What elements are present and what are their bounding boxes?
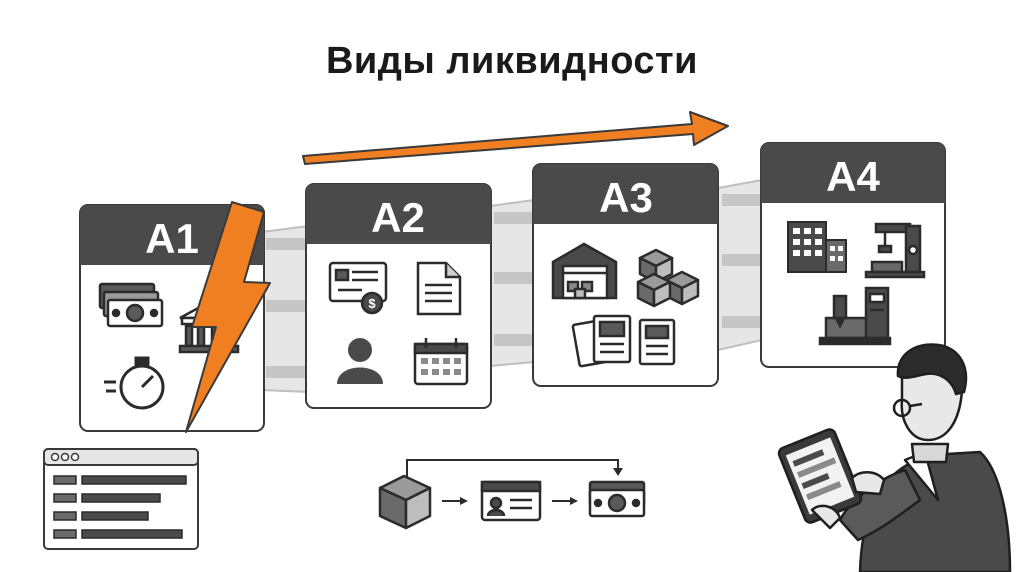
card-label-a3: A3: [599, 174, 653, 221]
card-a1: A1: [79, 201, 271, 433]
stock-sheets-icon: [571, 314, 676, 368]
card-label-a4: A4: [826, 153, 880, 200]
box-icon: [378, 474, 432, 530]
person-icon: [337, 338, 383, 384]
analyst-figure: [777, 343, 1012, 572]
warehouse-icon: [551, 242, 618, 300]
svg-text:$: $: [368, 296, 376, 311]
cash-icon: [588, 480, 646, 518]
stopwatch-icon: [104, 356, 165, 410]
card-a3: A3: [532, 163, 719, 387]
conversion-flow: [378, 459, 646, 530]
liquidity-arrow: [302, 111, 729, 165]
document-icon: [416, 261, 462, 316]
calendar-icon: [413, 338, 469, 386]
invoice-icon: $: [328, 261, 388, 315]
card-label-a1: A1: [145, 215, 199, 262]
page-title: Виды ликвидности: [325, 40, 699, 82]
card-a4: A4: [760, 142, 946, 368]
card-label-a2: A2: [371, 194, 425, 241]
invoice-icon: [480, 480, 542, 522]
report-window: [43, 448, 199, 550]
card-a2: A2 $: [305, 183, 492, 409]
boxes-icon: [636, 248, 700, 308]
robot-arm-icon: [864, 222, 926, 279]
building-icon: [787, 221, 847, 273]
cash-icon: [98, 282, 164, 328]
lightning-bolt-icon: [185, 201, 271, 433]
machine-icon: [818, 286, 892, 346]
